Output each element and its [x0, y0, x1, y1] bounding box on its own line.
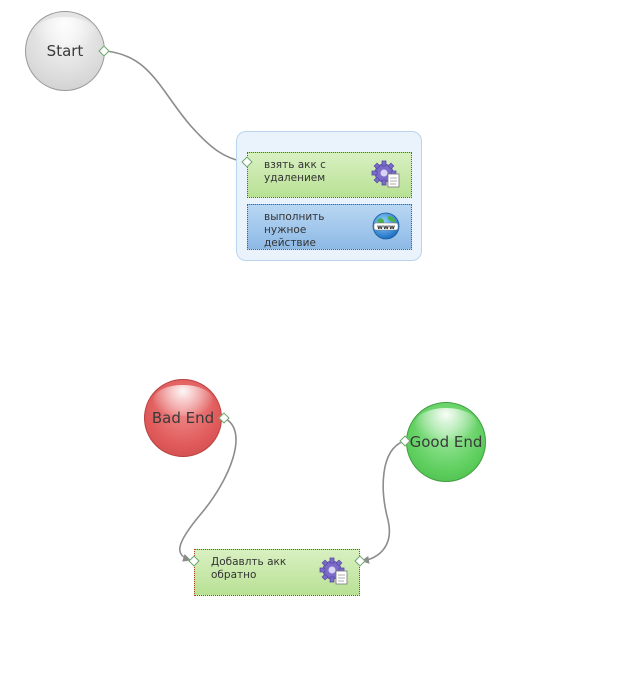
good-end-label: Good End [409, 433, 483, 451]
svg-text:www: www [377, 223, 395, 231]
bad-end-node[interactable]: Bad End [144, 379, 222, 457]
start-node[interactable]: Start [25, 11, 105, 91]
perform-action-action[interactable]: выполнить нужное действие www [247, 204, 412, 250]
take-account-label: взять акк с удалением [264, 159, 326, 184]
connector-start-to-take [104, 50, 245, 165]
good-end-node[interactable]: Good End [406, 402, 486, 482]
perform-action-label: выполнить нужное действие [264, 211, 325, 249]
bad-end-label: Bad End [151, 409, 215, 427]
connector-add-to-good-end [361, 440, 405, 564]
add-back-label: Добавлть акк обратно [211, 556, 287, 581]
add-back-action[interactable]: Добавлть акк обратно [194, 549, 360, 596]
gear-document-icon [319, 557, 348, 585]
www-globe-icon: www [372, 212, 400, 240]
take-account-action[interactable]: взять акк с удалением [247, 152, 412, 198]
gear-document-icon [371, 160, 400, 188]
start-node-label: Start [46, 42, 84, 60]
